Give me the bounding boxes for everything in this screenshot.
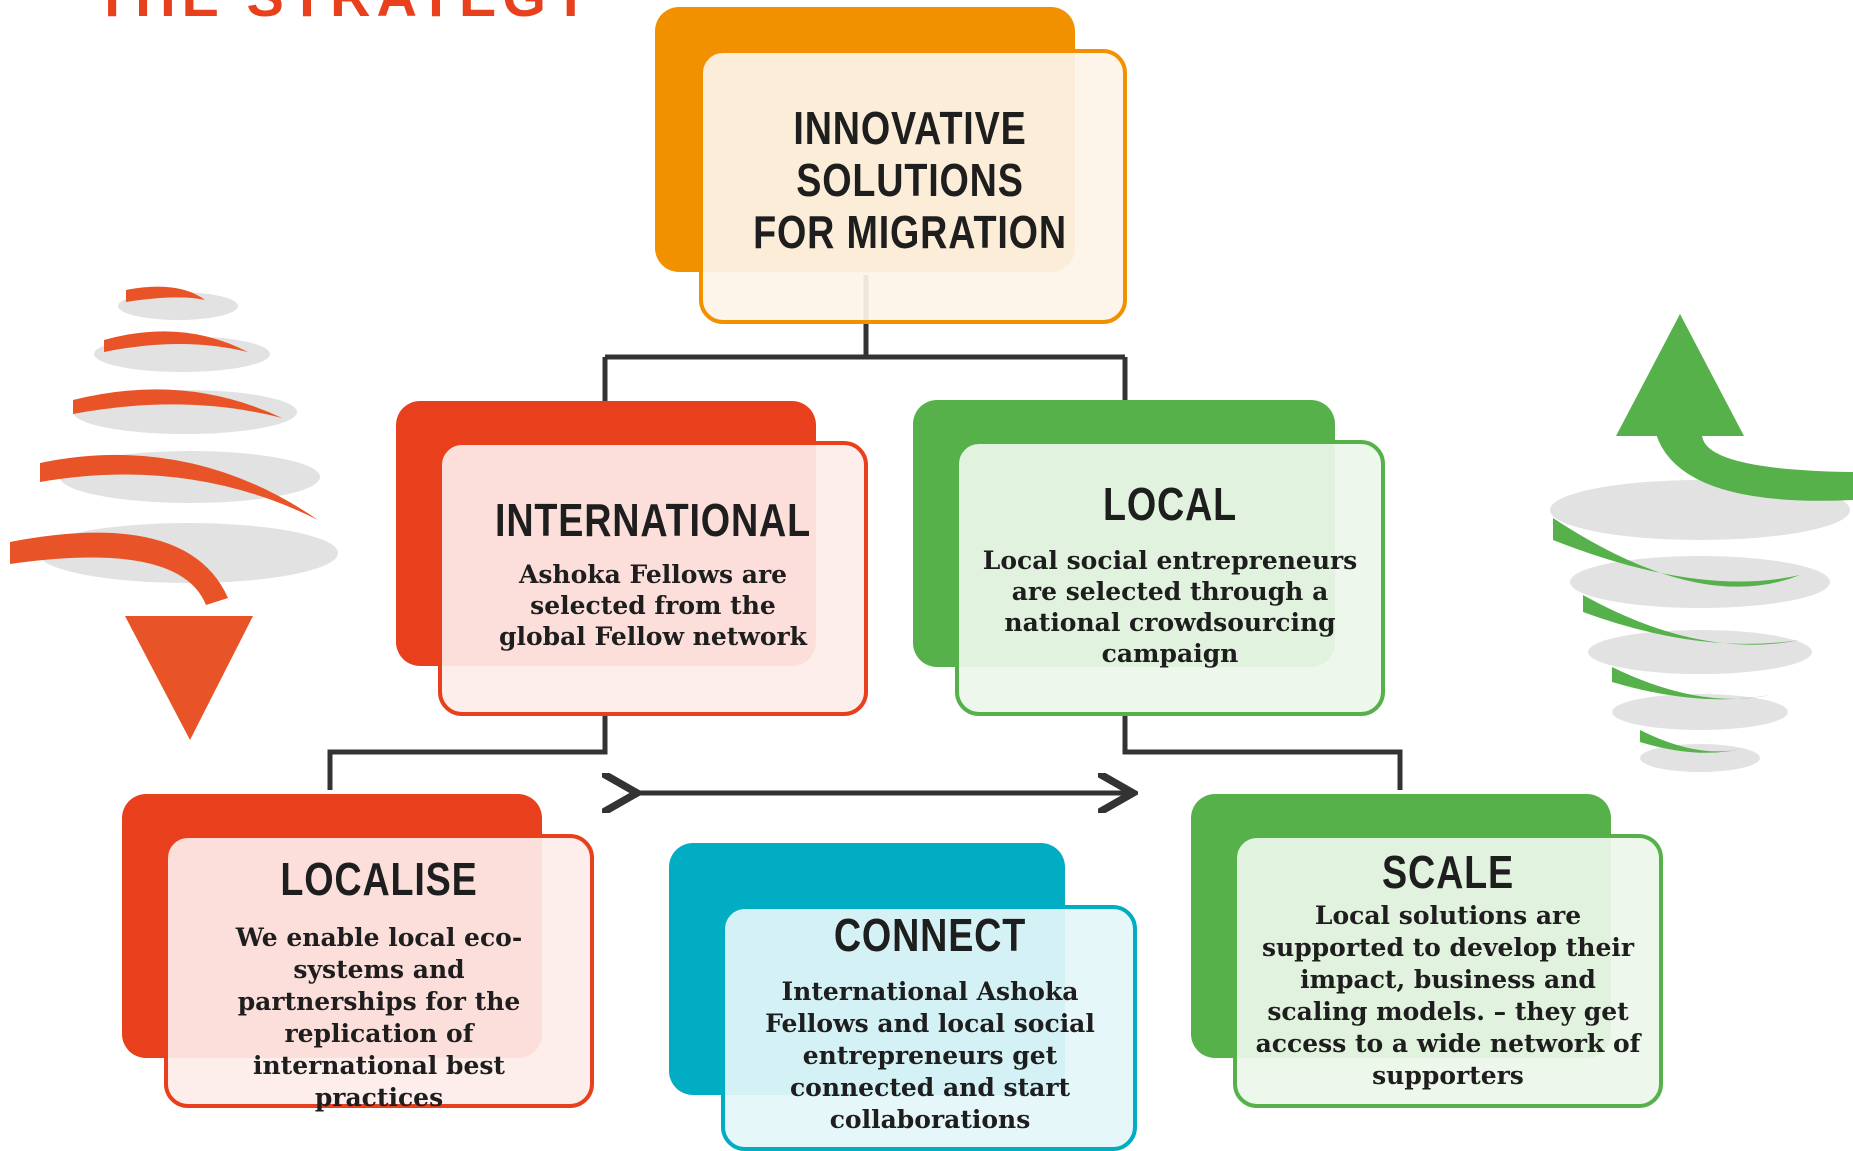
international-card: INTERNATIONAL Ashoka Fellows are selecte… [396, 401, 868, 719]
localise-title: LOCALISE [280, 853, 478, 905]
card-front [1233, 834, 1663, 1108]
scale-description: Local solutions are supported to develop… [1255, 901, 1641, 1090]
card-content: CONNECT International Ashoka Fellows and… [735, 908, 1125, 1136]
solutions-title: INNOVATIVE SOLUTIONS FOR MIGRATION [753, 102, 1067, 258]
card-content: LOCALISE We enable local eco-systems and… [184, 852, 574, 1114]
connector-international-localise [327, 712, 608, 790]
local-card: LOCAL Local social entrepreneurs are sel… [913, 400, 1385, 718]
connect-title: CONNECT [833, 909, 1027, 961]
connect-description: International Ashoka Fellows and local s… [765, 977, 1095, 1134]
card-content: INNOVATIVE SOLUTIONS FOR MIGRATION [715, 102, 1105, 258]
connect-card: CONNECT International Ashoka Fellows and… [669, 843, 1137, 1151]
scale-title: SCALE [1382, 846, 1514, 898]
spiral-down-arrow-icon [10, 286, 338, 740]
connector-local-scale [1122, 712, 1403, 790]
local-description: Local social entrepreneurs are selected … [982, 546, 1358, 668]
scale-card: SCALE Local solutions are supported to d… [1191, 794, 1663, 1108]
localise-description: We enable local eco-systems and partners… [235, 923, 523, 1112]
card-front [955, 440, 1385, 716]
solutions-card: INNOVATIVE SOLUTIONS FOR MIGRATION [655, 7, 1127, 324]
spiral-up-arrow-icon [1550, 314, 1853, 772]
card-content: SCALE Local solutions are supported to d… [1241, 846, 1655, 1092]
international-title: INTERNATIONAL [495, 494, 811, 546]
card-content: INTERNATIONAL Ashoka Fellows are selecte… [458, 493, 848, 652]
card-front [699, 49, 1127, 324]
international-description: Ashoka Fellows are selected from the glo… [498, 560, 808, 651]
page-title: THE STRATEGY [95, 0, 595, 29]
card-front [164, 834, 594, 1108]
card-content: LOCAL Local social entrepreneurs are sel… [973, 477, 1367, 669]
card-front [438, 441, 868, 716]
local-title: LOCAL [1102, 478, 1237, 530]
localise-card: LOCALISE We enable local eco-systems and… [122, 794, 594, 1112]
card-front [721, 905, 1137, 1151]
